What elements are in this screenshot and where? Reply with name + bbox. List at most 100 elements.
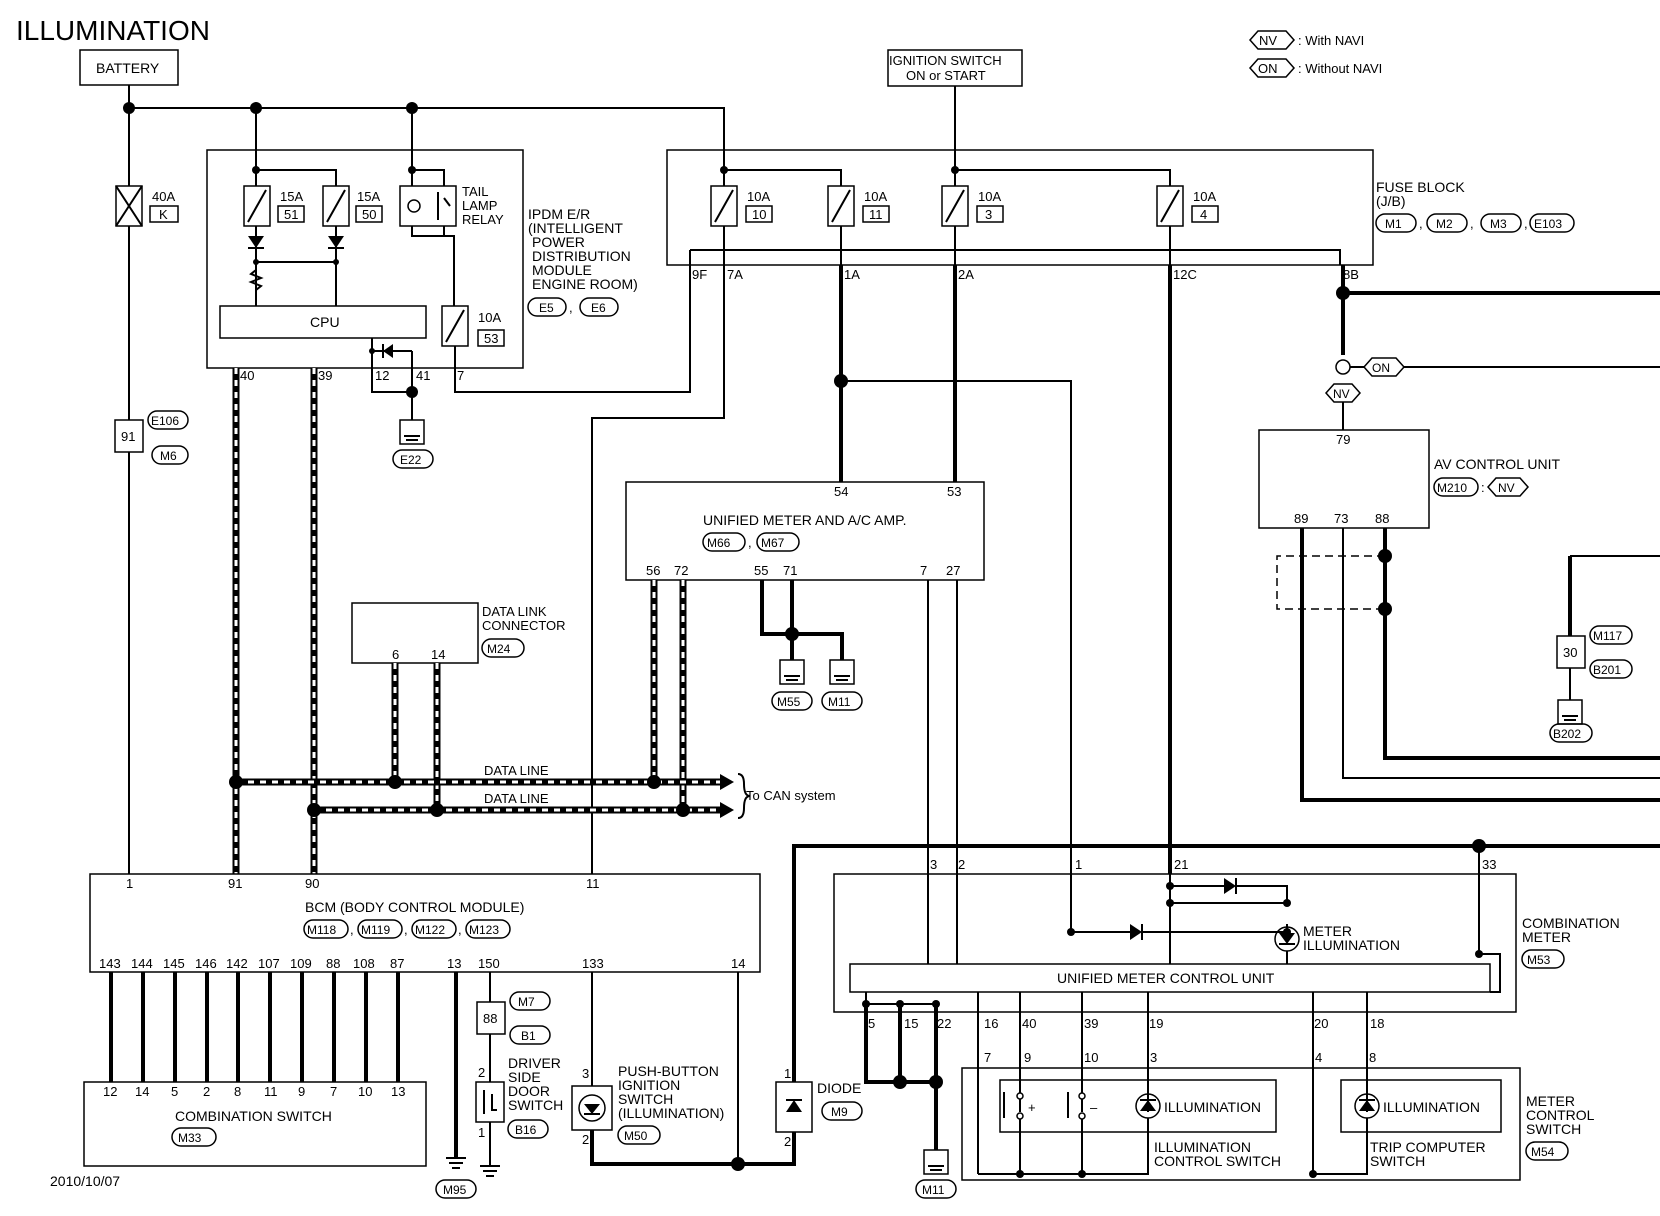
svg-text:3: 3 — [930, 857, 937, 872]
svg-text:,: , — [404, 922, 408, 937]
svg-text:,: , — [350, 922, 354, 937]
svg-text:150: 150 — [478, 956, 500, 971]
svg-text:B202: B202 — [1553, 727, 1581, 741]
svg-text:133: 133 — [582, 956, 604, 971]
svg-text:METER: METER — [1522, 929, 1571, 945]
svg-text:E5: E5 — [539, 301, 554, 315]
svg-text:3: 3 — [582, 1066, 589, 1081]
svg-text:M33: M33 — [178, 1131, 202, 1145]
svg-text:UNIFIED METER CONTROL UNIT: UNIFIED METER CONTROL UNIT — [1057, 970, 1275, 986]
svg-text:,: , — [458, 922, 462, 937]
svg-text:71: 71 — [783, 563, 797, 578]
svg-text:55: 55 — [754, 563, 768, 578]
svg-text:40: 40 — [240, 368, 254, 383]
svg-text:DRIVER: DRIVER — [508, 1055, 561, 1071]
svg-text:CONNECTOR: CONNECTOR — [482, 618, 566, 633]
svg-text:4: 4 — [1200, 207, 1207, 222]
svg-text:CONTROL SWITCH: CONTROL SWITCH — [1154, 1153, 1281, 1169]
svg-text:M2: M2 — [1436, 217, 1453, 231]
unified-meter-ac-amp: 54 53 UNIFIED METER AND A/C AMP. M66 , M… — [625, 481, 985, 581]
svg-text:E103: E103 — [1534, 217, 1562, 231]
svg-text:8B: 8B — [1343, 267, 1359, 282]
svg-text:88: 88 — [483, 1011, 497, 1026]
svg-text:+: + — [1028, 1100, 1036, 1115]
svg-text:15A: 15A — [357, 189, 380, 204]
joint-m7: 88 M7 B1 — [476, 991, 551, 1045]
svg-text:2: 2 — [478, 1065, 485, 1080]
legend-on-tag: ON — [1258, 61, 1278, 76]
svg-text:ENGINE ROOM): ENGINE ROOM) — [532, 276, 638, 292]
svg-text:7: 7 — [330, 1084, 337, 1099]
svg-text:ILLUMINATION: ILLUMINATION — [1164, 1099, 1261, 1115]
svg-text:7: 7 — [457, 368, 464, 383]
svg-text:79: 79 — [1336, 432, 1350, 447]
svg-text:5: 5 — [171, 1084, 178, 1099]
svg-text:K: K — [159, 207, 168, 222]
svg-text:91: 91 — [121, 429, 135, 444]
svg-text:13: 13 — [447, 956, 461, 971]
diagram-date: 2010/10/07 — [50, 1173, 120, 1189]
svg-text:NV: NV — [1333, 387, 1350, 401]
svg-text:51: 51 — [284, 207, 298, 222]
svg-text:IPDM E/R: IPDM E/R — [528, 206, 590, 222]
svg-text:15: 15 — [904, 1016, 918, 1031]
svg-text:145: 145 — [163, 956, 185, 971]
svg-text:TRIP COMPUTER: TRIP COMPUTER — [1370, 1139, 1486, 1155]
svg-text:2: 2 — [784, 1134, 791, 1149]
svg-text:M11: M11 — [922, 1183, 945, 1197]
svg-text:41: 41 — [416, 368, 430, 383]
svg-text:144: 144 — [131, 956, 153, 971]
svg-text:SIDE: SIDE — [508, 1069, 541, 1085]
svg-text:IGNITION SWITCH: IGNITION SWITCH — [889, 53, 1002, 68]
svg-text:10: 10 — [1084, 1050, 1098, 1065]
svg-text:COMBINATION: COMBINATION — [1522, 915, 1620, 931]
push-button-ignition-switch: 3 2 PUSH-BUTTON IGNITION SWITCH (ILLUMIN… — [571, 1063, 724, 1147]
legend-nv-tag: NV — [1259, 33, 1277, 48]
svg-text:11: 11 — [586, 876, 600, 891]
svg-text:18: 18 — [1370, 1016, 1384, 1031]
svg-text:2: 2 — [958, 857, 965, 872]
svg-text:DIODE: DIODE — [817, 1080, 861, 1096]
legend-on-text: : Without NAVI — [1298, 61, 1382, 76]
fuse-block: FUSE BLOCK (J/B) M1 , M2 , M3 , E103 10A… — [666, 149, 1575, 282]
svg-text:9F: 9F — [692, 267, 707, 282]
svg-text:PUSH-BUTTON: PUSH-BUTTON — [618, 1063, 719, 1079]
svg-text:TAIL: TAIL — [462, 184, 489, 199]
svg-text:M24: M24 — [487, 642, 511, 656]
svg-text:88: 88 — [326, 956, 340, 971]
svg-text:–: – — [1090, 1100, 1098, 1115]
svg-text:M54: M54 — [1531, 1145, 1555, 1159]
svg-text:M6: M6 — [160, 449, 177, 463]
svg-text:(J/B): (J/B) — [1376, 193, 1406, 209]
legend: NV : With NAVI ON : Without NAVI — [1248, 30, 1382, 78]
svg-text:14: 14 — [431, 647, 445, 662]
svg-text:90: 90 — [305, 876, 319, 891]
svg-text:M122: M122 — [415, 923, 445, 937]
legend-nv-text: : With NAVI — [1298, 33, 1364, 48]
svg-text:B16: B16 — [515, 1123, 537, 1137]
data-lines: DATA LINE DATA LINE To CAN system — [229, 368, 836, 874]
svg-text:27: 27 — [946, 563, 960, 578]
data-link-connector: DATA LINK CONNECTOR M24 6 14 — [351, 602, 566, 664]
svg-text:NV: NV — [1498, 481, 1515, 495]
svg-text:39: 39 — [318, 368, 332, 383]
svg-text:142: 142 — [226, 956, 248, 971]
svg-text:40: 40 — [1022, 1016, 1036, 1031]
svg-text:89: 89 — [1294, 511, 1308, 526]
svg-text:4: 4 — [1315, 1050, 1322, 1065]
svg-text:IGNITION: IGNITION — [618, 1077, 680, 1093]
svg-text:2: 2 — [582, 1132, 589, 1147]
svg-text:ON or START: ON or START — [906, 68, 986, 83]
svg-text:CPU: CPU — [310, 314, 340, 330]
svg-text:15A: 15A — [280, 189, 303, 204]
driver-side-door-switch: 2 1 DRIVER SIDE DOOR SWITCH B16 — [475, 1055, 563, 1177]
svg-text:16: 16 — [984, 1016, 998, 1031]
svg-text:73: 73 — [1334, 511, 1348, 526]
svg-text:,: , — [1470, 216, 1474, 231]
svg-text:12: 12 — [103, 1084, 117, 1099]
svg-text:8: 8 — [234, 1084, 241, 1099]
svg-text:(ILLUMINATION): (ILLUMINATION) — [618, 1105, 724, 1121]
svg-text:DISTRIBUTION: DISTRIBUTION — [532, 248, 631, 264]
svg-text:10A: 10A — [478, 310, 501, 325]
